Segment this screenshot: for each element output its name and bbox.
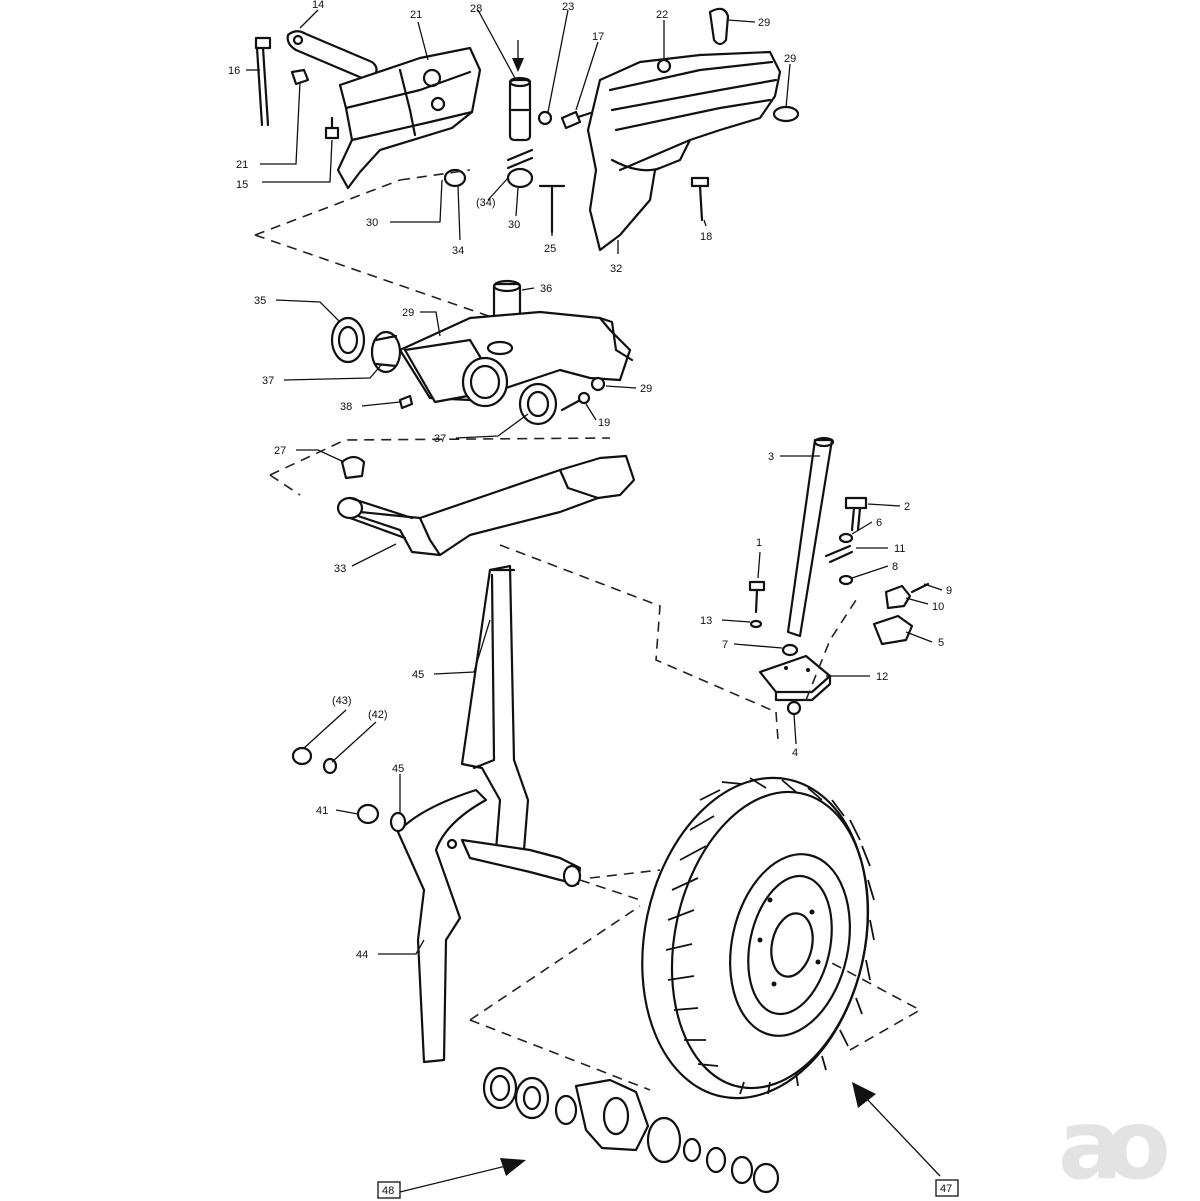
callout-8: 8 [892, 561, 898, 573]
callout-3: 3 [768, 451, 774, 463]
callout-7: 7 [722, 639, 728, 651]
callout-13: 13 [700, 615, 712, 627]
callout-44: 44 [356, 949, 368, 961]
callout-37-right: 37 [434, 433, 446, 445]
callout-45: 45 [412, 669, 424, 681]
callout-29-housing: 29 [402, 307, 414, 319]
callout-41: 41 [316, 805, 328, 817]
wheel-tyre [469, 776, 922, 1100]
callout-34: 34 [452, 245, 464, 257]
callout-1: 1 [756, 537, 762, 549]
callout-11: 11 [894, 543, 905, 555]
king-pin-assembly [499, 436, 930, 741]
callout-29: 29 [758, 17, 770, 29]
callout-48-box [377, 1181, 401, 1199]
callout-16: 16 [228, 65, 240, 77]
callout-21-lower: 21 [236, 159, 248, 171]
callout-45-lower: 45 [392, 763, 404, 775]
assembly-outline-top [254, 169, 501, 321]
callout-21: 21 [410, 9, 422, 21]
fender-bracket [586, 7, 800, 252]
callout-15: 15 [236, 179, 248, 191]
callout-22: 22 [656, 9, 668, 21]
callout-48: 48 [382, 1185, 394, 1197]
watermark-logo-text: ao [1058, 1089, 1171, 1201]
callout-30: 30 [366, 217, 378, 229]
direction-arrows [399, 19, 943, 1193]
callout-2: 2 [904, 501, 910, 513]
callout-5: 5 [938, 637, 944, 649]
callout-47: 47 [940, 1183, 952, 1195]
callout-19: 19 [598, 417, 610, 429]
callout-10: 10 [932, 601, 944, 613]
callout-36: 36 [540, 283, 552, 295]
hub-parts [482, 1066, 780, 1194]
callout-12: 12 [876, 671, 888, 683]
callout-17: 17 [592, 31, 604, 43]
callout-33: 33 [334, 563, 346, 575]
watermark-logo: ao [1058, 1097, 1178, 1193]
callout-18: 18 [700, 231, 712, 243]
leader-lines [246, 9, 933, 955]
callout-34-bracketed: (34) [476, 197, 496, 209]
callout-38: 38 [340, 401, 352, 413]
callout-42: (42) [368, 709, 388, 721]
callout-9: 9 [946, 585, 952, 597]
wheel-leg [291, 564, 661, 1064]
swing-arm [269, 437, 636, 557]
callout-29-right: 29 [784, 53, 796, 65]
callout-35: 35 [254, 295, 266, 307]
callout-37: 37 [262, 375, 274, 387]
callout-4: 4 [792, 747, 798, 759]
callout-30-right: 30 [508, 219, 520, 231]
callout-25: 25 [544, 243, 556, 255]
callout-29-grease: 29 [640, 383, 652, 395]
callout-labels: 14 21 28 23 17 22 29 29 16 21 15 30 34 (… [228, 0, 959, 1199]
callout-28: 28 [470, 3, 482, 15]
callout-32: 32 [610, 263, 622, 275]
axle-housing-assembly [330, 279, 634, 426]
callout-14: 14 [312, 0, 324, 11]
upper-bracket-assembly [254, 30, 602, 234]
callout-6: 6 [876, 517, 882, 529]
callout-43: (43) [332, 695, 352, 707]
callout-47-box [935, 1179, 959, 1197]
callout-23: 23 [562, 1, 574, 13]
callout-27: 27 [274, 445, 286, 457]
